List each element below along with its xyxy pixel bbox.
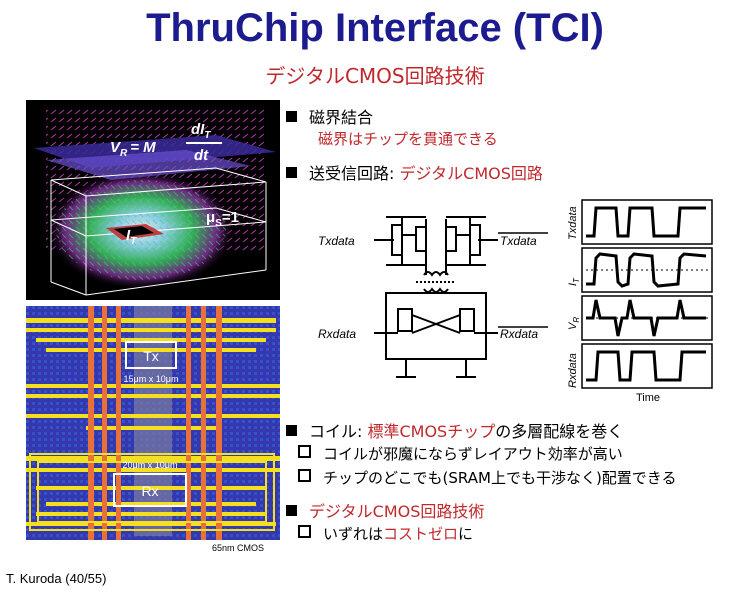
wave-label-txdata: Txdata (567, 206, 579, 240)
svg-text:dIT: dIT (191, 121, 211, 141)
svg-text:μS=1: μS=1 (206, 209, 239, 229)
wave-label-vr: V (567, 321, 579, 330)
process-label: 65nm CMOS (212, 543, 264, 553)
svg-text:VR: VR (567, 317, 581, 330)
svg-text:VR= M: VR= M (110, 139, 156, 159)
page-title: ThruChip Interface (TCI) (146, 6, 604, 50)
bullet-coil-sub2: チップのどこでも(SRAM上でも干渉なく)配置できる (298, 467, 677, 488)
bullet-magnetic-sub: 磁界はチップを貫通できる (318, 130, 498, 148)
rx-size: 20μm x 10μm (123, 460, 178, 470)
bullet-digital-cmos: デジタルCMOS回路技術 (286, 498, 484, 522)
bullet-open-square-icon (298, 469, 311, 482)
bullet-txrx-circuit: 送受信回路: デジタルCMOS回路 (286, 160, 543, 184)
page-subtitle: デジタルCMOS回路技術 (265, 64, 485, 88)
tx-input-label: Txdata (318, 234, 355, 248)
mu-label: μ (206, 209, 215, 226)
bullet-open-square-icon (298, 445, 311, 458)
tx-label: Tx (143, 348, 159, 364)
rx-input-label: Rxdata (318, 327, 356, 341)
bullet-square-icon (286, 111, 297, 122)
formula-vr: V (110, 139, 122, 156)
rx-output-label: Rxdata (500, 327, 538, 341)
bullet-coil-sub1: コイルが邪魔にならずレイアウト効率が高い (298, 443, 623, 464)
waveform-panel: Txdata IT VR Rxdata Time (567, 199, 713, 404)
current-label: I (126, 227, 131, 244)
bullet-open-square-icon (298, 525, 311, 538)
svg-text:IT: IT (567, 277, 581, 286)
chip-layout-photo: Tx 15μm x 10μm 20μm x 10μm Rx 65nm CMOS (26, 306, 280, 554)
formula-dit: dI (191, 121, 205, 138)
wave-label-it: I (567, 283, 579, 286)
svg-text:IT: IT (126, 227, 137, 247)
bullet-square-icon (286, 425, 297, 436)
formula-dt: dt (194, 147, 209, 164)
footer-author: T. Kuroda (40/55) (6, 571, 107, 586)
magnetic-field-simulation: VR= M dIT dt IT μS=1 (26, 100, 280, 300)
bullet-square-icon (286, 167, 297, 178)
wave-label-rxdata: Rxdata (567, 353, 579, 388)
bullet-coil: コイル: 標準CMOSチップの多層配線を巻く (286, 418, 623, 442)
wave-time-axis: Time (636, 392, 660, 404)
tx-size: 15μm x 10μm (124, 374, 179, 384)
bullet-magnetic-coupling: 磁界結合 (286, 104, 373, 128)
transceiver-schematic: Txdata Txdata Rxdata Rxdata (318, 216, 548, 378)
bullet-cost-sub: いずれはコストゼロに (298, 523, 473, 544)
tx-output-label: Txdata (500, 234, 537, 248)
bullet-square-icon (286, 505, 297, 516)
rx-label: Rx (141, 483, 158, 499)
